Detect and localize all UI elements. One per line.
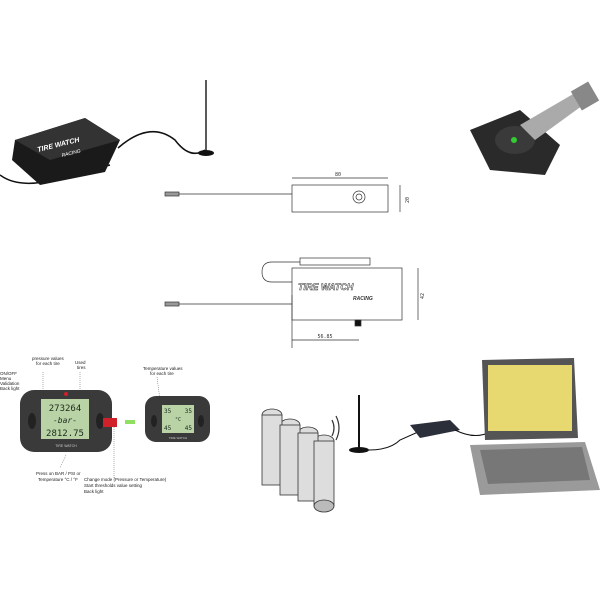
display-brand: TIRE WATCH — [55, 444, 77, 448]
tpms-sensor-photo — [470, 81, 600, 175]
temp-row1-left: 35 — [164, 408, 172, 415]
drawing-brand: TIRE WATCH — [298, 282, 354, 292]
temp-display-brand: TIRE WATCH — [169, 436, 187, 440]
temp-row2-left: 45 — [164, 425, 172, 432]
laptop-illustration — [470, 358, 600, 495]
callout-lines — [42, 372, 161, 478]
temperature-display: 35 35 °C 45 45 TIRE WATCH — [145, 396, 210, 442]
dim-front-height: 42 — [420, 293, 426, 299]
temp-row1-right: 35 — [185, 408, 193, 415]
lcd-row2: 2812.75 — [46, 429, 84, 439]
front-view-drawing — [164, 257, 419, 341]
callout-change-mode: Change mode (Pressure or Temperature)Sta… — [84, 477, 167, 494]
wireless-signal-icon — [331, 415, 340, 441]
top-view-drawing — [164, 177, 401, 348]
arrow-green-icon — [125, 420, 135, 424]
laptop-screen — [488, 365, 572, 431]
tire-stack-illustration — [261, 408, 335, 513]
dim-height: 20 — [405, 197, 411, 203]
lcd-row1: 273264 — [49, 404, 82, 414]
receiver-antenna-illustration — [349, 395, 506, 453]
mode-button — [103, 418, 117, 427]
receiver-photo: TIRE WATCH RACING — [0, 80, 214, 185]
drawing-sub: RACING — [353, 296, 373, 302]
receiver-sub: RACING — [61, 148, 81, 159]
temp-mode: °C — [175, 417, 181, 423]
dim-offset: 56.85 — [317, 334, 332, 340]
lcd-mode: -bar- — [53, 416, 77, 425]
dim-width: 80 — [335, 172, 341, 178]
main-display: 273264 -bar- 2812.75 TIRE WATCH — [20, 390, 135, 452]
temp-row2-right: 45 — [185, 425, 193, 432]
